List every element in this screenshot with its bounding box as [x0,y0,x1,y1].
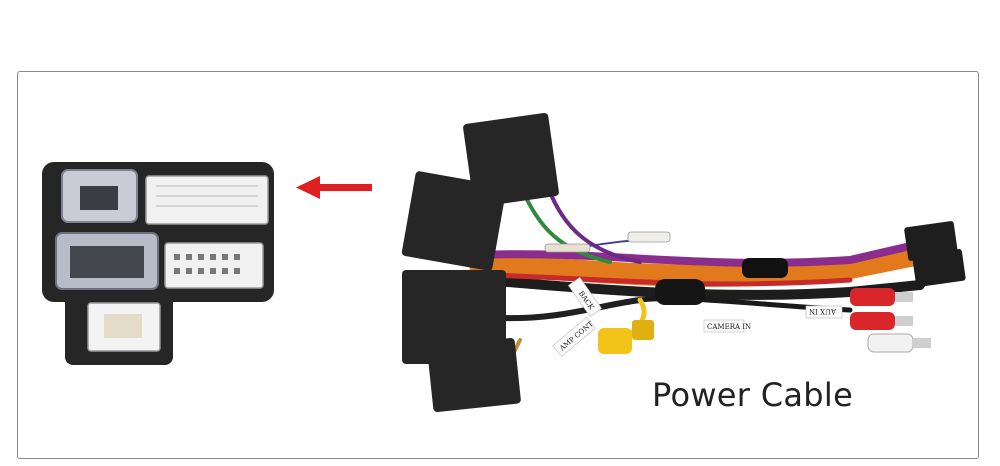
product-caption: Power Cable [652,376,854,414]
iso-connectors [904,221,966,287]
arrow-left-icon [296,176,372,199]
tag-amp-control: AMP CONT [558,320,596,353]
tag-camera-in: CAMERA IN [707,323,751,331]
antenna-terminals [544,231,671,253]
connector-block [42,162,274,365]
rca-plugs [598,288,931,354]
tag-aux-in: AUX IN [809,307,837,315]
ferrite-core [655,279,705,305]
foam-sleeves [401,112,559,413]
inline-fuse [742,258,788,278]
